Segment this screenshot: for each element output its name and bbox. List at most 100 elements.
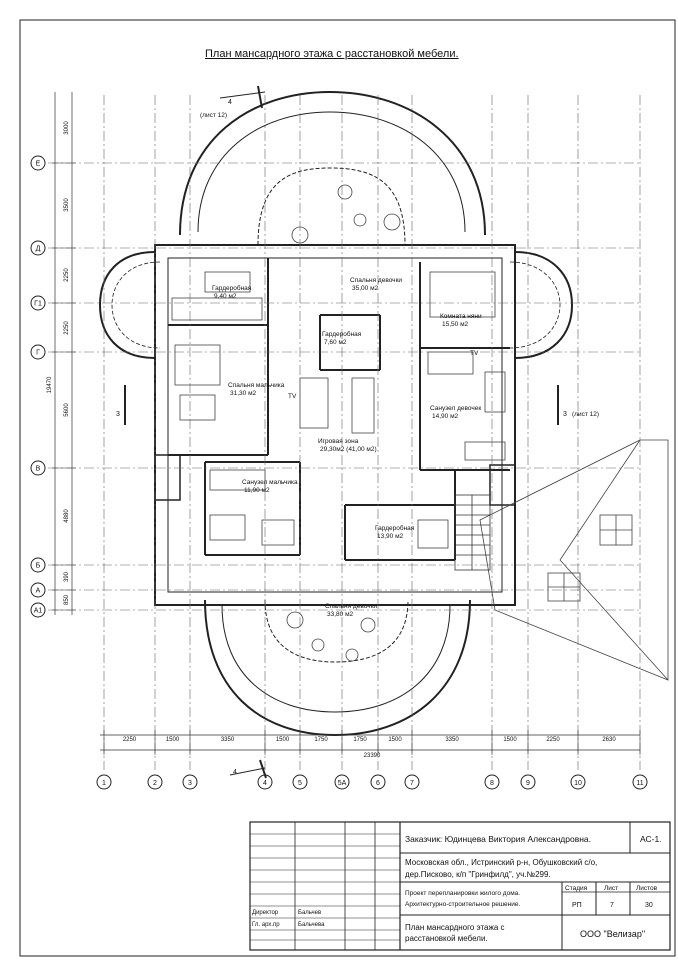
- room-name: Санузел девочек: [430, 405, 481, 412]
- column-axis-label: 2: [153, 780, 157, 787]
- column-axis-bubble: [484, 774, 500, 790]
- section-right-sheet: (лист 12): [572, 411, 599, 418]
- row-axis-label: А1: [34, 608, 43, 615]
- row-axis-label: Г: [36, 350, 40, 357]
- room-area: 13,90 м2: [377, 533, 404, 540]
- interior-walls: [168, 258, 510, 561]
- row-axis-bubble: [30, 240, 46, 256]
- title-block: [249, 821, 671, 951]
- project-line-2: Архитектурно-строительное решение.: [405, 901, 520, 908]
- column-axis-label: 4: [263, 780, 267, 787]
- column-dimension: 1750: [314, 737, 328, 743]
- column-axis-label: 1: [102, 780, 106, 787]
- column-axis-bubble: [292, 774, 308, 790]
- row-axis-bubble: [30, 344, 46, 360]
- sheet-title: План мансардного этажа с расстановкой ме…: [205, 48, 459, 60]
- room-area: 9,40 м2: [214, 293, 237, 300]
- customer-text: Заказчик: Юдинцева Виктория Александровн…: [405, 834, 591, 844]
- room-name: Комната няни: [440, 313, 482, 320]
- total-vertical-dimension: 19470: [47, 376, 53, 393]
- row-axis-bubble: [30, 602, 46, 618]
- room-area: 33,80 м2: [327, 611, 354, 618]
- title-block-text: Заказчик: Юдинцева Виктория Александровн…: [252, 834, 662, 943]
- row-axis-label: Б: [36, 563, 41, 570]
- room-area: 29,30м2 (41,00 м2): [320, 446, 377, 453]
- row-dimension: 3500: [64, 198, 70, 212]
- section-right-number: 3: [563, 411, 567, 418]
- column-axis-label: 6: [376, 780, 380, 787]
- room-name: Гардеробная: [212, 284, 252, 292]
- column-axis-bubble: [570, 774, 586, 790]
- column-axis-label: 11: [636, 780, 643, 787]
- room-name: Спальня девочки: [325, 603, 377, 610]
- row-axis-label: Д: [36, 246, 41, 253]
- section-marker-left: 3: [116, 385, 126, 425]
- drawing-title-2: расстановкой мебели.: [405, 934, 488, 943]
- column-axis-bubble: [404, 774, 420, 790]
- address-line-2: дер.Писково, к/п "Гринфилд", уч.№299.: [405, 870, 551, 879]
- director-role: Директор: [252, 910, 279, 916]
- column-dimension: 2250: [123, 737, 137, 743]
- column-dimension: 3350: [221, 737, 235, 743]
- staircase: [454, 494, 491, 571]
- column-axis-label: 5А: [338, 780, 347, 787]
- row-dimension: 390: [64, 571, 70, 582]
- column-axis-bubble: [632, 774, 648, 790]
- chief-architect-name: Бальчева: [298, 922, 325, 928]
- column-dimension: 1500: [388, 737, 402, 743]
- room-name: Санузел мальчика: [242, 479, 298, 486]
- row-dimension: 3000: [64, 121, 70, 135]
- row-dimension: 850: [64, 594, 70, 605]
- section-top-number: 4: [228, 99, 232, 106]
- room-area: 15,50 м2: [442, 321, 469, 328]
- row-dimension: 5600: [64, 403, 70, 417]
- row-axis-bubble: [30, 557, 46, 573]
- stage-header: Стадия: [565, 885, 588, 892]
- director-name: Бальчев: [298, 910, 321, 916]
- room-area: 11,90 м2: [244, 487, 270, 494]
- row-axis-bubble: [30, 155, 46, 171]
- column-axis-bubble: [182, 774, 198, 790]
- section-marker-top: 4 (лист 12): [200, 85, 266, 119]
- chief-architect-role: Гл. арх.пр: [252, 922, 280, 928]
- room-name: TV: [288, 393, 297, 400]
- column-dimension: 1500: [503, 737, 517, 743]
- row-dimension: 4880: [64, 509, 70, 523]
- column-axis-bubble: [96, 774, 112, 790]
- column-axis-label: 9: [526, 780, 530, 787]
- row-axis-bubble: [30, 295, 46, 311]
- room-area: 7,60 м2: [324, 339, 347, 346]
- sheet-header: Лист: [604, 885, 618, 892]
- sheet-frame: [19, 19, 676, 957]
- room-area: 35,00 м2: [352, 285, 379, 292]
- drawing-code: АС-1.: [640, 834, 662, 844]
- column-axis-bubble: [520, 774, 536, 790]
- sheet-value: 7: [610, 902, 614, 909]
- column-dimension: 1500: [166, 737, 180, 743]
- stage-value: РП: [572, 902, 582, 909]
- section-marker-right: 3 (лист 12): [557, 385, 599, 425]
- room-name: Игровая зона: [318, 438, 359, 445]
- column-axis-label: 5: [298, 780, 302, 787]
- column-dimension: 3350: [445, 737, 459, 743]
- row-axis-label: А: [36, 588, 41, 595]
- row-axis-label: В: [36, 466, 41, 473]
- company-name: ООО "Велизар": [580, 929, 645, 939]
- column-axis-label: 10: [574, 780, 582, 787]
- room-name: Спальня девочки: [350, 277, 402, 284]
- section-top-sheet: (лист 12): [200, 112, 227, 119]
- row-axis-bubble: [30, 582, 46, 598]
- room-name: TV: [470, 350, 479, 357]
- column-dimension: 2250: [546, 737, 560, 743]
- drawing-title-1: План мансардного этажа с: [405, 923, 505, 932]
- room-name: Гардеробная: [322, 330, 362, 338]
- total-horizontal-dimension: 23390: [364, 753, 381, 759]
- roof-wing: [479, 439, 669, 681]
- column-axis-label: 3: [188, 780, 192, 787]
- row-axis-label: Г1: [34, 301, 42, 308]
- room-name: Гардеробная: [375, 524, 415, 532]
- column-dimension: 1750: [353, 737, 367, 743]
- column-axis-bubble: [370, 774, 386, 790]
- room-name: Спальня мальчика: [228, 382, 285, 389]
